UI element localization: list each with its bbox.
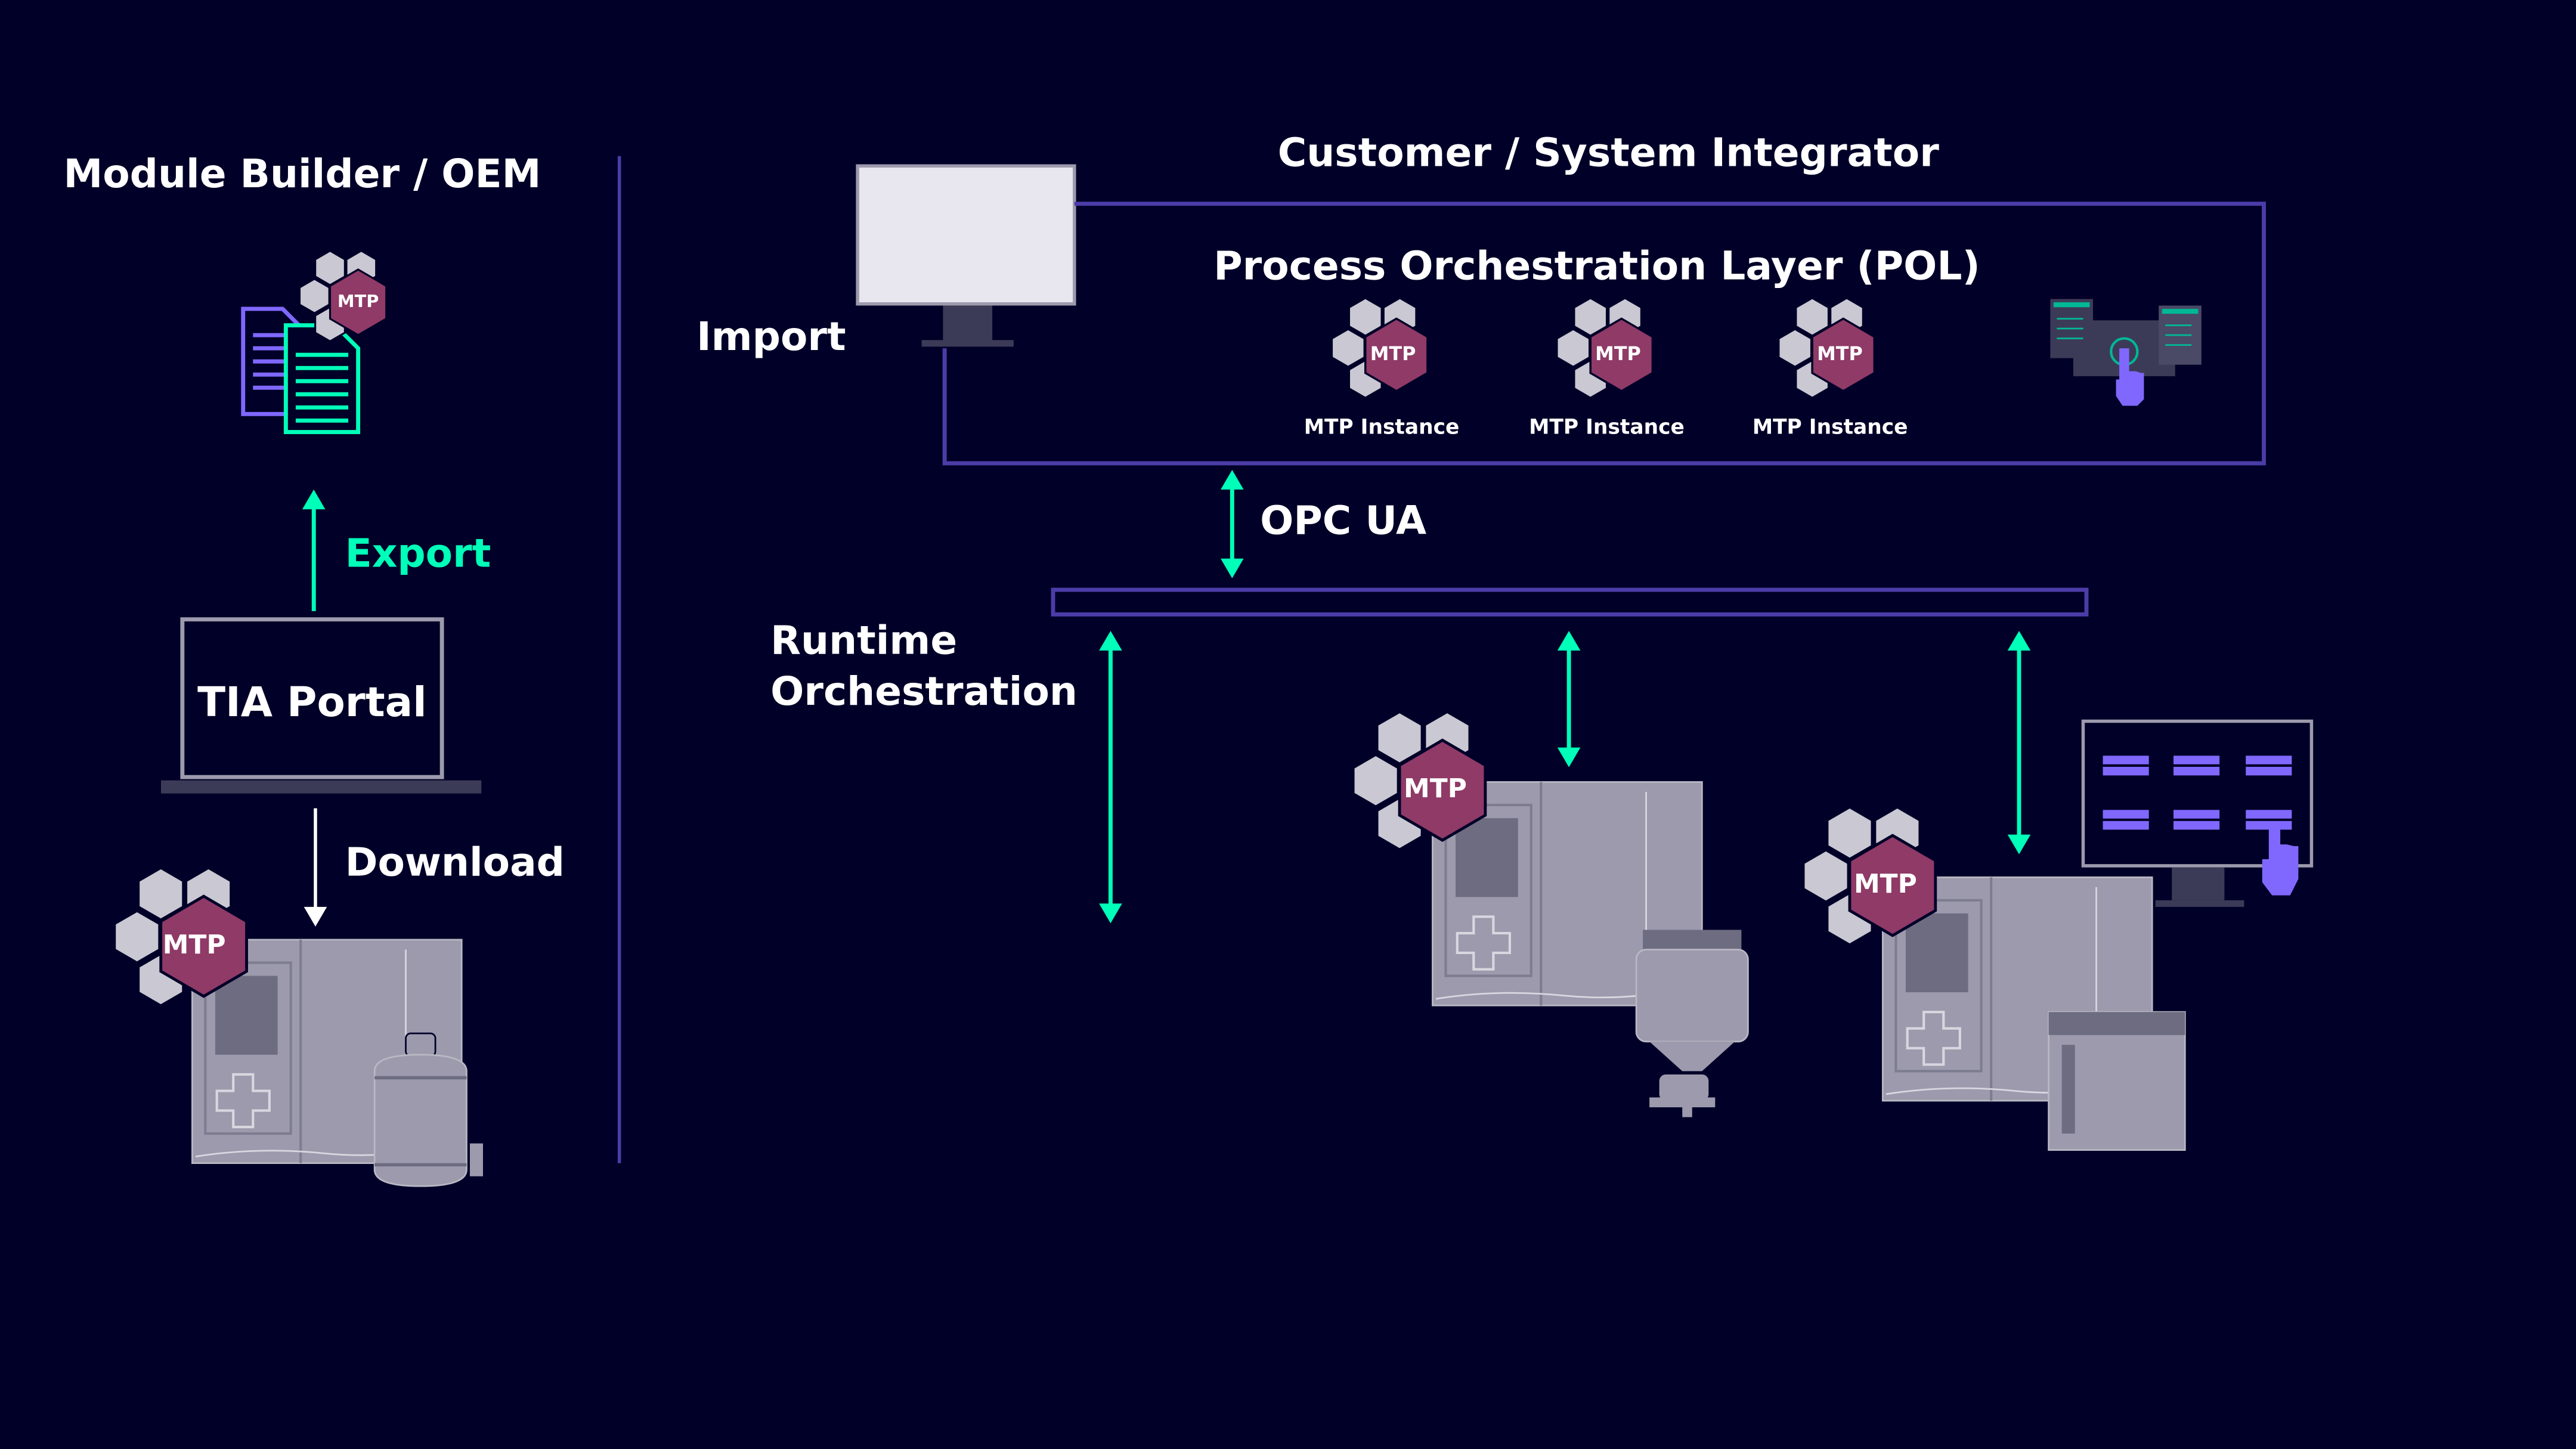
left-section-title: Module Builder / OEM <box>63 151 541 197</box>
process-module-icon <box>1432 782 1749 1117</box>
hmi-screen-icon <box>2081 719 2314 907</box>
documents-icon <box>241 306 361 435</box>
mtp-badge-label: MTP <box>1404 773 1467 804</box>
runtime-label-line1: Runtime <box>770 618 957 664</box>
mtp-instance: MTP MTP Instance <box>1529 296 1685 439</box>
export-label: Export <box>345 531 491 577</box>
opc-ua-label: OPC UA <box>1260 497 1426 543</box>
mtp-hexagon-icon: MTP <box>1803 807 1936 945</box>
export-arrow <box>302 490 326 611</box>
mtp-instance: MTP MTP Instance <box>1753 296 1908 439</box>
mtp-badge-label: MTP <box>338 291 379 311</box>
mtp-badge-label: MTP <box>1370 342 1416 365</box>
mtp-instance-label: MTP Instance <box>1304 415 1460 439</box>
laptop-icon <box>161 617 482 794</box>
mtp-badge-label: MTP <box>1854 869 1917 899</box>
runtime-arrow <box>1557 630 1581 767</box>
process-module-icon <box>1883 877 2186 1151</box>
mtp-hexagon-icon: MTP <box>1778 296 1876 400</box>
mtp-instance-label: MTP Instance <box>1529 415 1685 439</box>
tia-portal-label: TIA Portal <box>197 679 427 726</box>
runtime-bus <box>1051 587 2089 617</box>
mtp-hexagon-icon: MTP <box>1330 296 1429 400</box>
download-arrow <box>304 808 327 927</box>
tank-icon <box>1635 930 1749 1072</box>
mtp-badge-label: MTP <box>1595 342 1641 365</box>
mtp-badge-label: MTP <box>163 930 226 960</box>
mtp-hexagon-icon: MTP <box>298 249 388 342</box>
touch-hand-icon <box>2262 821 2299 896</box>
import-label: Import <box>696 314 846 360</box>
pol-box <box>942 202 2266 466</box>
pump-icon <box>1649 1074 1716 1117</box>
mtp-instance: MTP MTP Instance <box>1304 296 1460 439</box>
runtime-label-line2: Orchestration <box>770 668 1078 714</box>
right-section-title: Customer / System Integrator <box>1278 129 1940 175</box>
runtime-arrow <box>1099 630 1122 924</box>
download-label: Download <box>345 839 565 885</box>
monitor-icon <box>856 164 1076 347</box>
opc-ua-arrow <box>1221 469 1244 578</box>
mtp-hexagon-icon: MTP <box>1556 296 1654 400</box>
mtp-instance-label: MTP Instance <box>1753 415 1908 439</box>
mtp-hexagon-icon: MTP <box>1353 711 1485 850</box>
touch-hand-icon <box>2116 348 2144 406</box>
tank-icon <box>2048 1011 2186 1151</box>
process-module-icon <box>192 940 483 1187</box>
tank-icon <box>373 1032 483 1187</box>
pol-title: Process Orchestration Layer (POL) <box>1213 243 1980 289</box>
mtp-badge-label: MTP <box>1817 342 1863 365</box>
mtp-hexagon-icon: MTP <box>114 868 247 1006</box>
hmi-screen-icon <box>2050 299 2202 376</box>
runtime-arrow <box>2007 630 2031 854</box>
